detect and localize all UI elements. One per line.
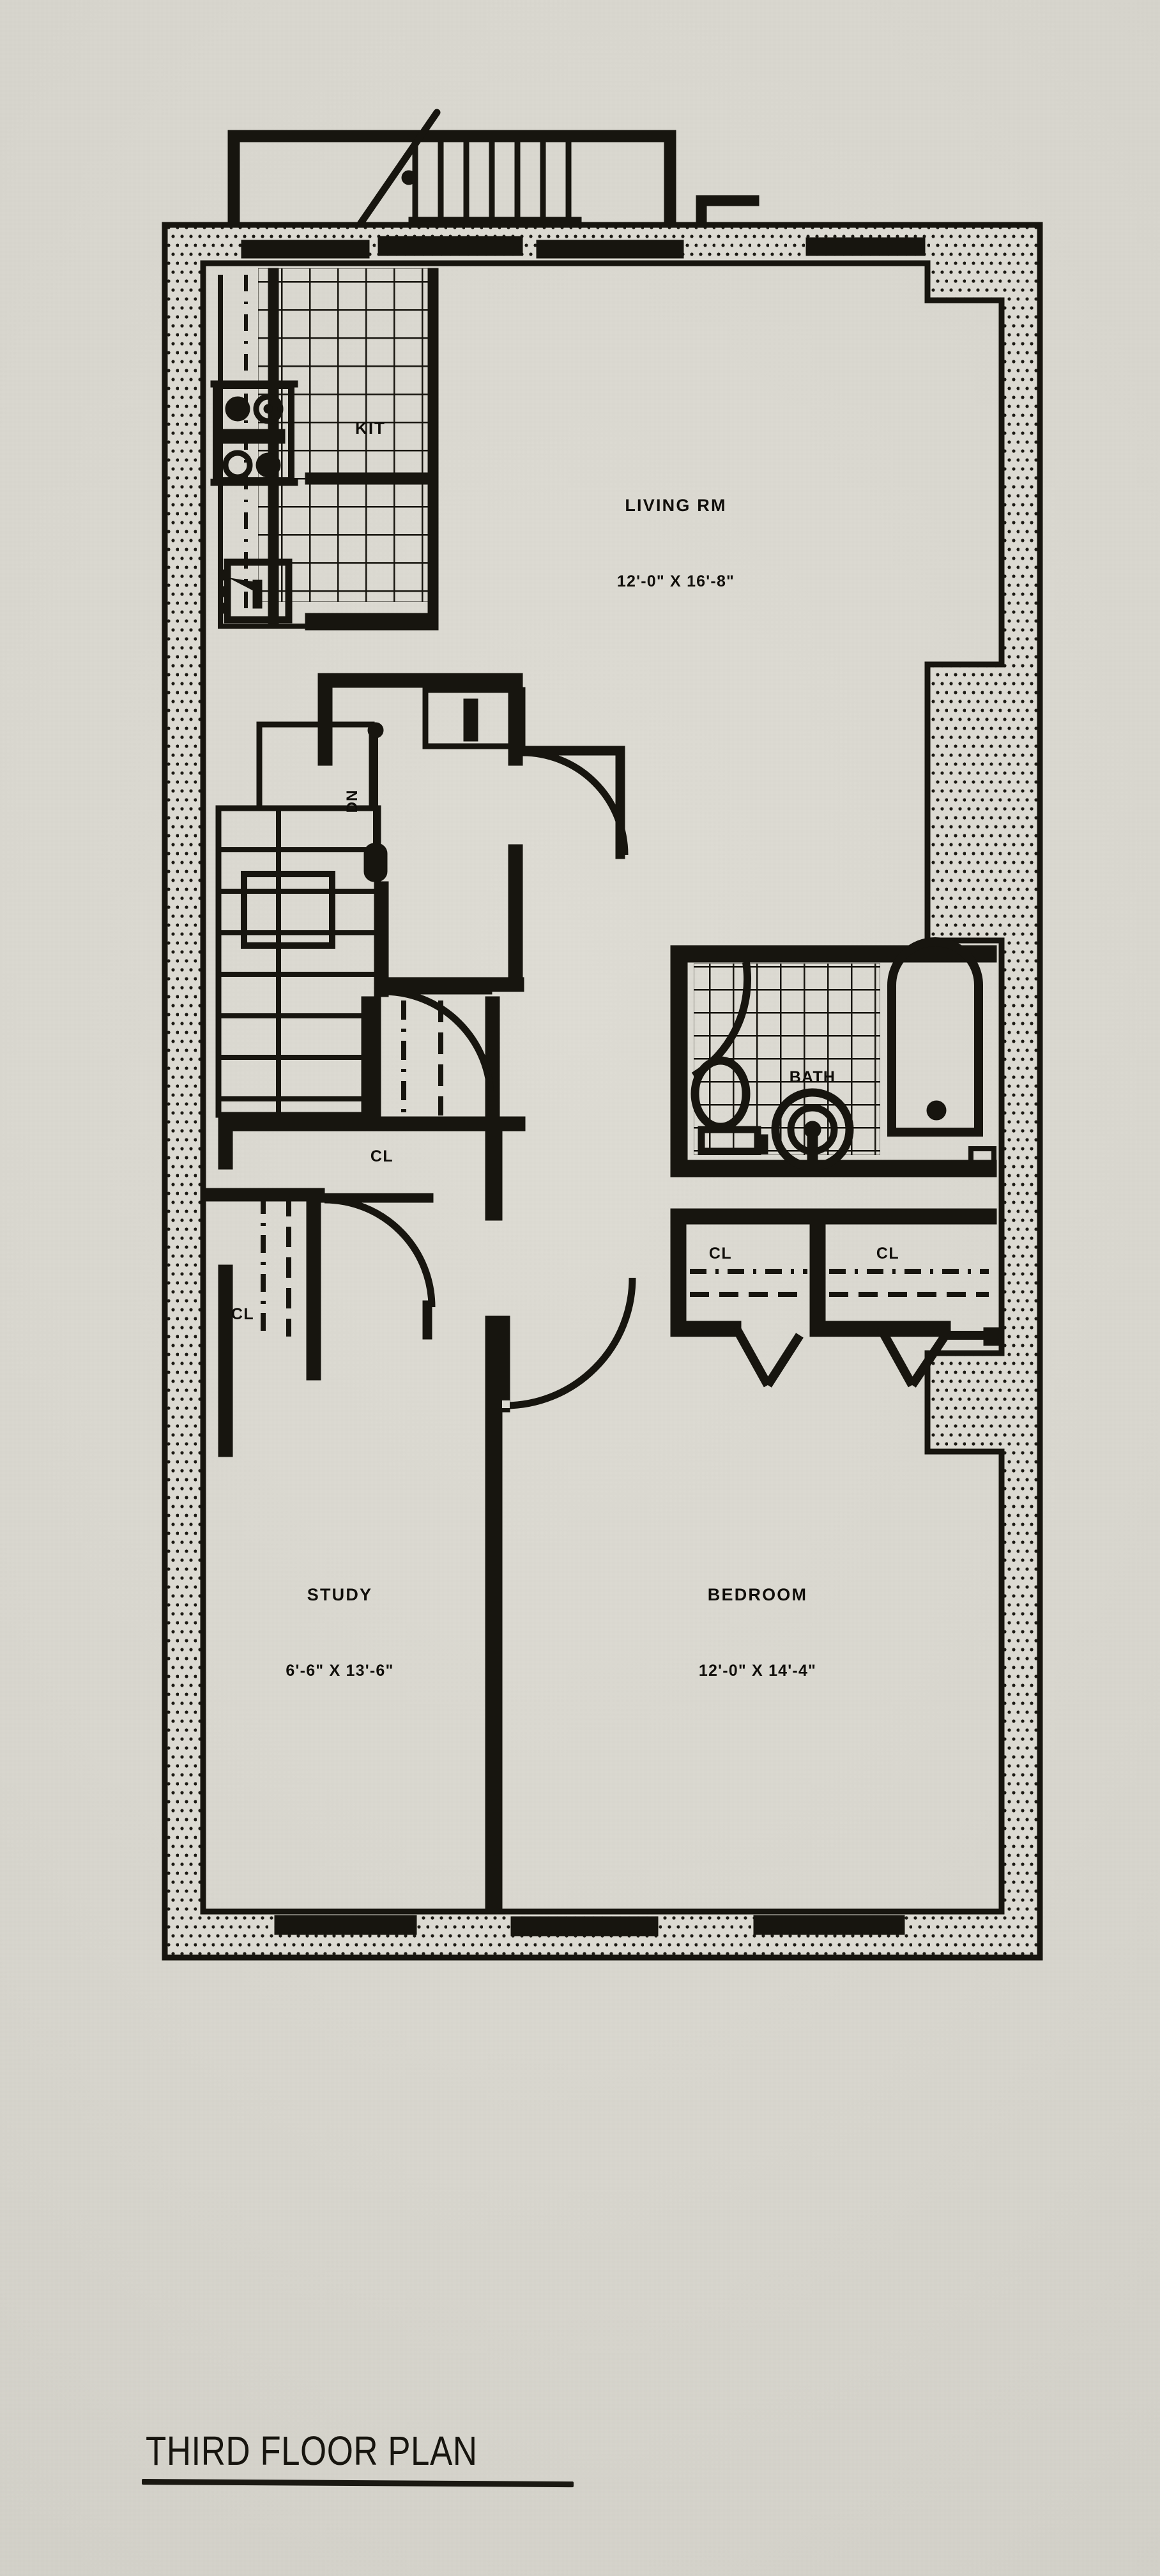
interior-stair — [215, 721, 381, 1118]
study-door-swing — [324, 1196, 436, 1308]
kitchen-tile-floor — [258, 268, 437, 602]
page-title: THIRD FLOOR PLAN — [146, 2428, 478, 2474]
room-dims-study: 6'-6" X 13'-6" — [286, 1662, 394, 1680]
stair-break-line — [344, 109, 441, 245]
room-dims-bedroom: 12'-0" X 14'-4" — [698, 1662, 817, 1680]
left-closet-shelf-rod — [261, 1196, 291, 1337]
bath-walls — [670, 945, 997, 1177]
front-windows — [241, 236, 926, 259]
closet-tag-hall: CL — [370, 1147, 394, 1165]
room-label-bedroom: BEDROOM — [707, 1585, 808, 1604]
kitchen-sink — [218, 558, 293, 624]
bedroom-closet-shelf-rod — [690, 1269, 989, 1297]
closet-tag-left: CL — [231, 1305, 255, 1323]
bedroom-hall-door-swing — [504, 1277, 636, 1409]
closet-bifold-doors — [731, 1325, 989, 1388]
lavatory-sink — [771, 1088, 854, 1175]
stair-direction-line — [363, 722, 388, 882]
hall-door-swing-mid — [383, 988, 494, 1100]
left-closet — [202, 1188, 325, 1457]
room-label-living-room: LIVING RM — [625, 496, 727, 515]
stair-dn-tag: DN — [344, 789, 361, 813]
kitchen-walls — [268, 268, 439, 631]
kitchen-counter — [218, 275, 305, 629]
room-label-study: STUDY — [307, 1585, 373, 1604]
tub-drain — [926, 1100, 947, 1121]
closet-tag-bedroom-2: CL — [876, 1245, 900, 1262]
bathtub — [887, 937, 983, 1137]
bedroom-upper-wall — [880, 1321, 951, 1337]
bulkhead-stair-treads — [412, 135, 572, 222]
bath-tag: BATH — [789, 1068, 836, 1086]
hall-lower-walls — [218, 996, 526, 1170]
closet-tag-bedroom-1: CL — [708, 1245, 733, 1262]
spine-wall — [485, 1315, 503, 1912]
room-dims-living-room: 12'-0" X 16'-8" — [616, 572, 735, 590]
hall-closet-shelf-rod — [401, 1000, 443, 1116]
toilet-fixture — [691, 1056, 768, 1155]
rear-windows — [274, 1915, 905, 1936]
living-room-door-swing — [522, 749, 629, 855]
kitchen-tag: KIT — [355, 418, 386, 438]
hall-floor-patch — [502, 1400, 510, 1408]
upper-spine-wall — [485, 1130, 503, 1221]
roof-bulkhead-outline — [227, 130, 676, 232]
range-appliance — [210, 380, 298, 486]
bedroom-closet-walls — [670, 1208, 997, 1337]
